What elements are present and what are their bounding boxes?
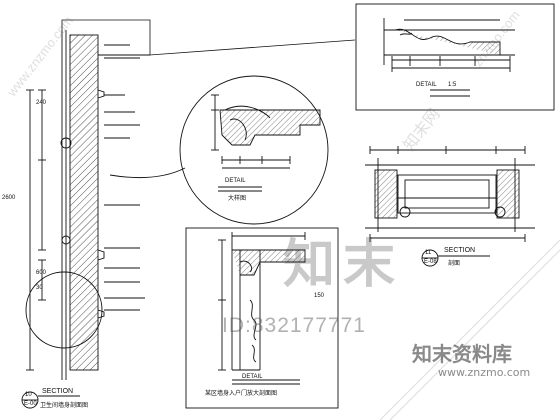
section-label: SECTION bbox=[42, 388, 74, 395]
dim-low-label: 600 bbox=[36, 270, 47, 276]
right-section-label: SECTION bbox=[444, 247, 476, 254]
detail-top-label: DETAIL bbox=[416, 82, 437, 88]
section-tag-left bbox=[21, 391, 80, 409]
watermark-lines bbox=[379, 239, 560, 420]
dim-right-label: 150 bbox=[314, 293, 325, 299]
detail-low-sub: 某区墙身入户门放大剖面图 bbox=[205, 390, 278, 397]
right-section-note: 剖面 bbox=[448, 260, 461, 267]
watermark-site-url: www.znzmo.com bbox=[438, 366, 531, 379]
detail-box-lower bbox=[185, 227, 339, 409]
detail-top-sub: 1:5 bbox=[448, 82, 457, 88]
dim-low2-label: 30 bbox=[36, 285, 43, 291]
section-plan-right bbox=[365, 146, 535, 242]
right-section-num: 11 bbox=[425, 250, 432, 256]
wall-section bbox=[26, 19, 356, 380]
wall-callouts bbox=[25, 137, 186, 349]
watermark-brand: 知末 bbox=[283, 235, 404, 295]
detail-mid-sub: 大样图 bbox=[228, 195, 247, 202]
section-sheet: E-00 bbox=[24, 401, 37, 407]
section-num: 10 bbox=[25, 392, 32, 398]
detail-box-top bbox=[355, 3, 555, 111]
watermark-site-name: 知末资料库 bbox=[412, 342, 512, 366]
detail-low-label: DETAIL bbox=[242, 374, 263, 380]
watermark-id: ID:832177771 bbox=[222, 314, 366, 337]
dim-left-label: 2600 bbox=[2, 195, 16, 201]
dim-mid-label: 240 bbox=[36, 100, 47, 106]
section-tag-right bbox=[421, 249, 490, 267]
detail-circle bbox=[179, 75, 329, 225]
detail-mid-label: DETAIL bbox=[225, 178, 246, 184]
right-section-sheet: E-08 bbox=[424, 259, 437, 265]
section-title: 卫生间墙身剖面图 bbox=[40, 402, 89, 409]
